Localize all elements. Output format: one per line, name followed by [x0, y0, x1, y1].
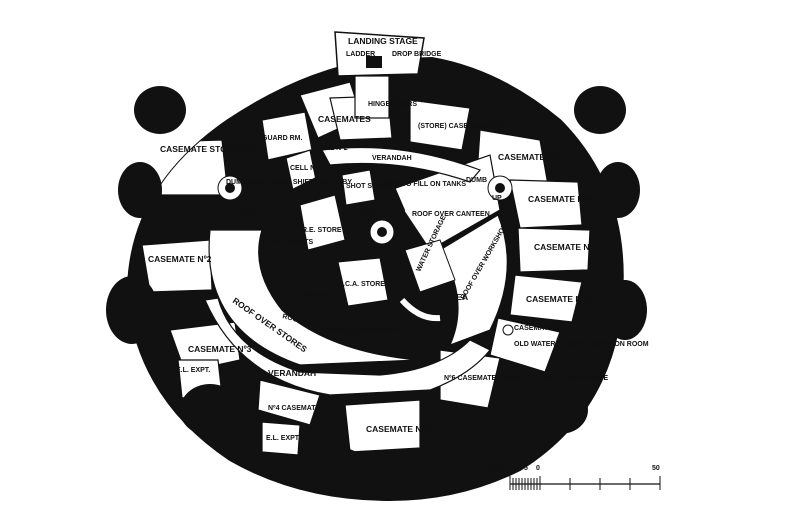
scale-tick-10: 10 [510, 465, 518, 472]
el-expt-room-2 [261, 421, 301, 456]
up-label: UP [492, 195, 502, 202]
casemate-4-room [257, 379, 321, 426]
casemate-8-room [509, 274, 583, 323]
verandah-lower-band [204, 297, 491, 396]
casemate-5-room [344, 399, 421, 453]
area-label: AREA [444, 292, 468, 302]
scale-tick-50: 50 [652, 465, 660, 472]
casemate-3-label: CASEMATE Nº3 [188, 344, 252, 354]
casemate-9-label: CASEMATE Nº9 [534, 242, 598, 252]
junction-boxes-label: JUNCTION BOXES [344, 367, 407, 374]
casemate-5-label: CASEMATE Nº5 [366, 424, 430, 434]
water-storage-area [404, 239, 456, 293]
drop-bridge-label: DROP BRIDGE [392, 51, 442, 58]
scale-tick-0: 0 [536, 465, 540, 472]
roof-over-workshops-area [439, 214, 508, 347]
rca-store-room [337, 257, 389, 307]
casemate-11-label: CASEMATE Nº11 [498, 152, 566, 162]
coal-shoots-label: COAL SHOOTS [262, 239, 314, 246]
roof-over-canteen-label: ROOF OVER CANTEEN [412, 211, 490, 218]
well-circle [502, 324, 514, 336]
casemate-store-1-label: CASEMATE STORE Nº1 [160, 144, 255, 154]
casemate-2-label: CASEMATE Nº2 [148, 254, 212, 264]
casemate-8-label: CASEMATE Nº8 [526, 294, 590, 304]
re-store-label: R.E. STORE [302, 227, 342, 234]
bastions [106, 86, 647, 494]
side-stairs [217, 175, 514, 336]
verandah-lower-label: VERANDAH [268, 368, 316, 378]
casemate-7-label: CASEMATE Nº7 [514, 325, 566, 332]
re-store-room [299, 194, 346, 251]
casemate-6-label: Nº6 CASEMATE, SERGT'S STORE, COOK HOUSE [444, 375, 609, 382]
tanks-note-label: PIPE TO FILL ON TANKS [384, 181, 466, 188]
scale-bar: FEET 10 5 0 50 [486, 465, 661, 490]
hinged-bars-label: HINGED BARS [368, 101, 417, 108]
yard-label: YARD [238, 209, 257, 216]
casemate-9-room [517, 227, 591, 273]
shot-store-room [341, 169, 376, 206]
cell-2-label: CELL Nº2 [316, 145, 348, 152]
casemates-top-label: CASEMATES [318, 114, 371, 124]
central-keep [285, 165, 456, 340]
curved-stair [399, 297, 441, 322]
scale-tick-5: 5 [524, 465, 528, 472]
verandah-upper-band [321, 146, 482, 183]
shot-store-label: SHOT STORE [346, 183, 392, 190]
guard-room-label: GUARD RM. [262, 135, 302, 142]
entrance-label: ENTRANCE [390, 96, 400, 144]
guard-room [261, 111, 313, 161]
lobby-label: LOBBY [356, 209, 381, 216]
casemate-7-note: OLD WATER CLOSET, ABLUTION ROOM [514, 341, 649, 348]
verandah-upper-label: VERANDAH [372, 155, 412, 162]
casemate-4-label: Nº4 CASEMATE [268, 405, 321, 412]
casemate-12-room [409, 99, 471, 151]
casemate-10-room [509, 179, 583, 229]
dumb-pit-label: DUMB [466, 177, 487, 184]
dumb-roof-label: DUMB ROOF OVER SHIFTING LOBBY [226, 179, 352, 186]
landing-stage-label: LANDING STAGE [348, 36, 418, 46]
ladder-label: LADDER [346, 51, 375, 58]
el-expt-label: E.L. EXPT. [176, 367, 210, 374]
el-expt-2-label: E.L. EXPT. [266, 435, 300, 442]
inner-ring [204, 146, 508, 396]
louvres-label: LOUVRES [296, 293, 330, 300]
casemate-2-room [141, 239, 213, 293]
landing-stage [334, 31, 425, 119]
cell-1-label: CELL Nº1 [290, 165, 322, 172]
scale-feet-label: FEET [486, 465, 505, 472]
rca-store-label: R.C.A. STORE [338, 281, 385, 288]
casemate-10-label: CASEMATE Nº10 [528, 194, 596, 204]
bench-mark-label: BENCH MARK [350, 327, 398, 334]
casemate-12-label: (STORE) CASEMATE Nº12 [418, 123, 505, 130]
roof-over-stores-area [208, 229, 419, 366]
